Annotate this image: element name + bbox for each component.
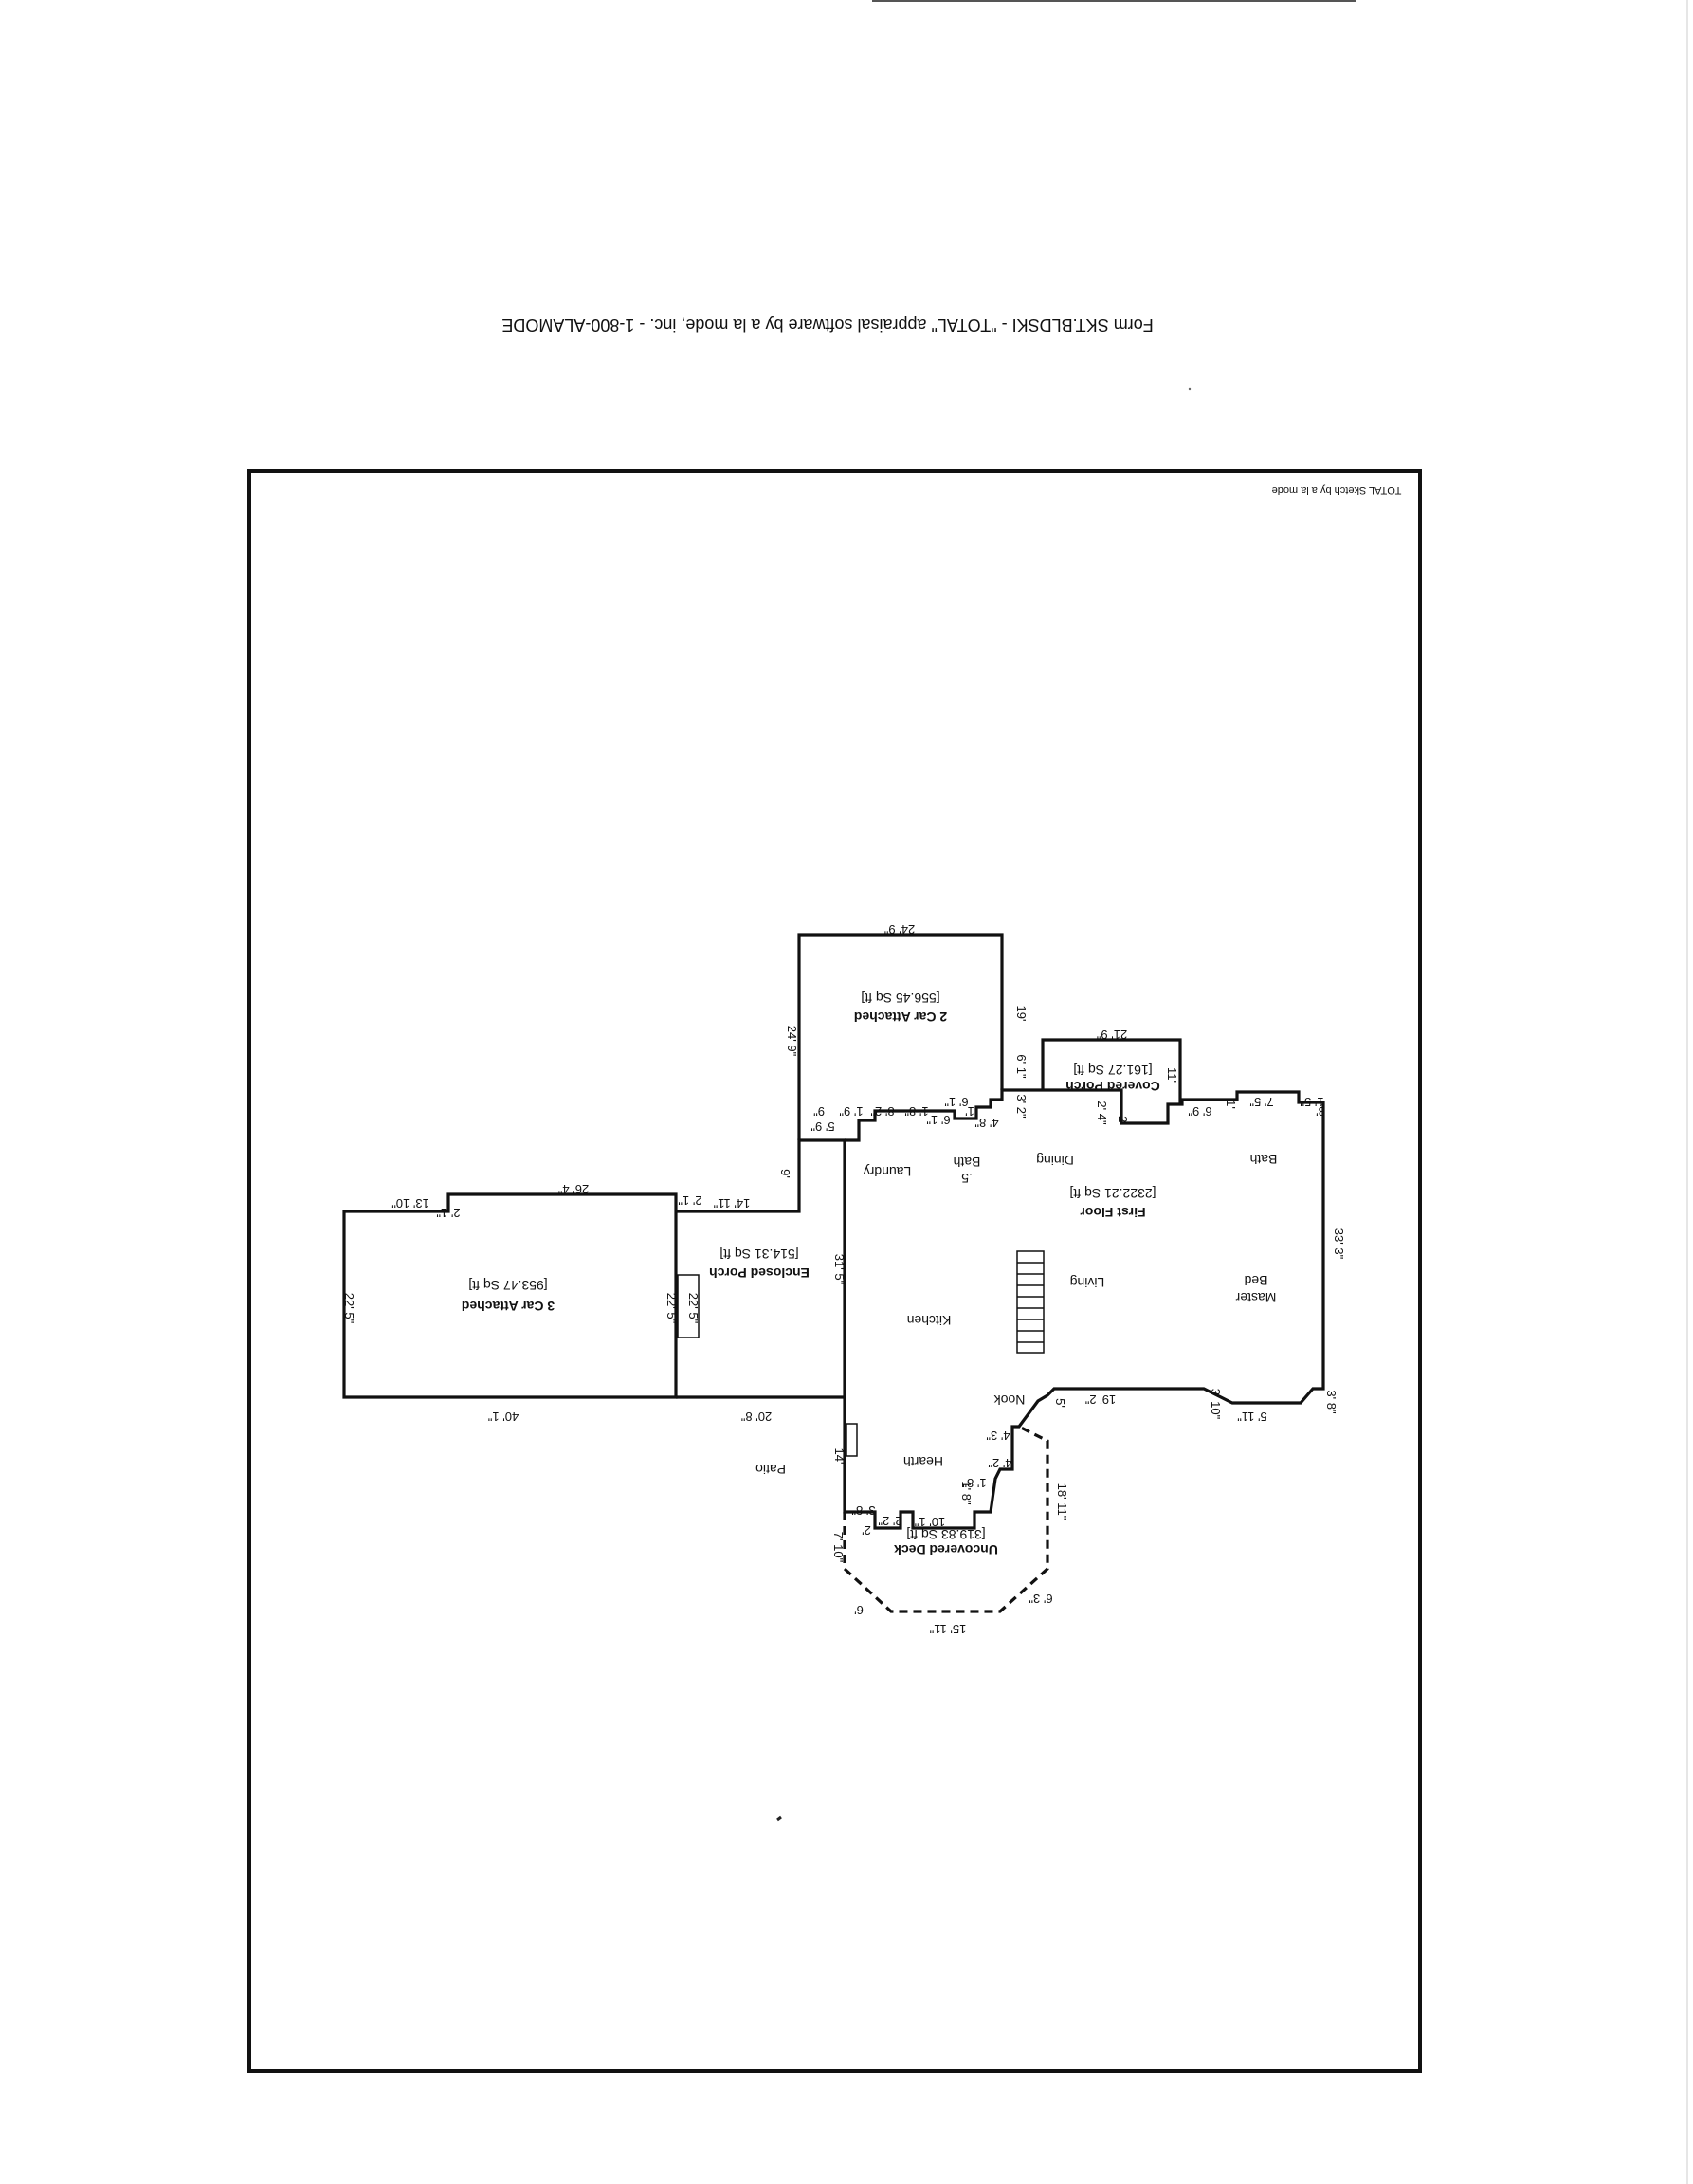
dim-ff-n: 1' 5" [1300,1095,1324,1109]
dim-ff-l: 1' [1224,1100,1238,1109]
dim-ep-top: 14' 11" [713,1196,750,1210]
dim-ff-bot-h: 1' 8" [962,1476,987,1490]
dim-ep-step: 2' 1" [678,1193,702,1208]
dim-ff-bot-c: 3' 10" [1209,1389,1223,1420]
dim-ff-left-low: 14' [832,1448,846,1465]
room-bath: Bath [1250,1152,1278,1167]
dim-deck-diag-l: 6' [854,1603,864,1617]
garage-3car-sqft: [953.47 Sq ft] [468,1278,547,1293]
dim-deck-left: 7' 10" [831,1532,846,1563]
dim-ff-f: 6' 1" [944,1095,969,1109]
dim-g3-step: 2' 1" [436,1206,461,1220]
garage-3car-outline [342,1192,678,1399]
dim-g3-right: 22' 5" [664,1293,679,1324]
dim-ff-c: 1' 9" [839,1104,864,1119]
dim-ff-bot-b: 5' 11" [1237,1410,1267,1424]
scan-speck [1188,387,1192,391]
dim-g3-inner: 22' 5" [686,1293,701,1324]
dim-deck-right: 18' 11" [1055,1483,1069,1520]
dim-ff-m: 7' 5" [1249,1095,1274,1109]
dim-ff-b: 9" [813,1104,825,1119]
room-patio: Patio [755,1462,786,1477]
first-floor-name: First Floor [1080,1205,1146,1220]
dim-ff-o: 3' [1316,1104,1325,1119]
dim-ff-bot-i: 1' 8" [959,1481,974,1505]
dim-ep-left-up: 9' [778,1169,792,1178]
dim-ff-a: 5' 9" [810,1119,835,1134]
dim-cp-a: 2' 4" [1095,1101,1109,1125]
room-dining: Dining [1036,1153,1074,1168]
first-floor-outline [843,1088,1325,1530]
dim-g2-top: 24' 9" [883,922,915,937]
room-laundry: Laundry [864,1164,912,1179]
dim-ff-e: 1' 8" [904,1104,929,1119]
dim-ff-bot-k: 2' 2" [878,1514,902,1528]
room-half-bath-size: .5 [961,1171,973,1186]
dim-g3-left: 22' 5" [342,1293,356,1324]
fireplace [846,1423,858,1457]
dim-g2-right: 19' [1014,1006,1029,1022]
room-half-bath-label: Bath [954,1155,981,1170]
dim-ff-g: 1' [965,1104,974,1119]
sketch-credit: TOTAL Sketch by a la mode [1272,484,1402,496]
stairs [1016,1250,1045,1354]
room-master-bed: Bed [1245,1273,1268,1288]
covered-porch-sqft: [161.27 Sq ft] [1073,1063,1152,1078]
uncovered-deck-name: Uncovered Deck [894,1542,998,1557]
garage-2car-outline [797,933,1004,1140]
dim-deck-diag-r: 6' 3" [1029,1592,1053,1606]
dim-ff-d: 8' 2" [870,1104,895,1119]
dim-g3-top: 26' 4" [557,1182,589,1196]
room-master: Master [1235,1290,1276,1305]
dim-g3-bottom: 40' 1" [487,1410,519,1424]
dim-ep-bottom: 20' 8" [740,1410,772,1424]
dim-g2-right-low: 6' 1" [1014,1054,1029,1079]
dim-ff-bot-d: 19' 2" [1084,1392,1116,1407]
dim-ff-bot-a: 3' 8" [1324,1390,1338,1414]
room-living: Living [1070,1275,1105,1290]
scan-mark [776,1815,782,1822]
dim-deck-bottom: 15' 11" [929,1622,966,1636]
room-nook: Nook [993,1392,1026,1408]
dim-ff-bot-l: 3' 8" [851,1503,876,1518]
dim-ff-h: 6' 1" [926,1113,951,1127]
dim-cp-right: 11' [1165,1067,1179,1083]
dim-g2-left: 24' 9" [785,1026,799,1057]
covered-porch-name: Covered Porch [1065,1079,1160,1094]
dim-ff-bot-j: 10' 1" [914,1515,945,1529]
dim-ep-right: 31' 5" [832,1254,846,1285]
dim-ff-right: 33' 3" [1332,1228,1346,1260]
dim-ff-bot-g: 4' 2" [988,1456,1012,1470]
dim-ff-bot-f: 4' 3" [986,1429,1010,1443]
form-header: Form SKT.BLDSKI - "TOTAL" appraisal soft… [501,316,1153,335]
garage-2car-sqft: [556.45 Sq ft] [861,991,939,1006]
room-kitchen: Kitchen [907,1313,952,1328]
covered-porch-outline [1041,1038,1182,1104]
enclosed-porch-name: Enclosed Porch [709,1265,810,1281]
first-floor-sqft: [2322.21 Sq ft] [1069,1186,1156,1201]
dim-cp-top: 21' 9" [1096,1028,1127,1042]
dim-ff-i: 4' 8" [974,1116,999,1130]
garage-3car-name: 3 Car Attached [462,1299,555,1314]
garage-3car-stoop [677,1274,700,1338]
uncovered-deck-outline [843,1425,1049,1613]
dim-ff-k: 6' 9" [1188,1104,1212,1119]
enclosed-porch-outline [676,1138,846,1399]
uncovered-deck-sqft: [319.83 Sq ft] [906,1527,985,1542]
dim-ff-j: 3' 2" [1014,1094,1029,1119]
enclosed-porch-sqft: [514.31 Sq ft] [719,1247,798,1262]
dim-cp-b: 2' [1116,1116,1130,1125]
dim-ff-bot-e: 5' [1053,1398,1067,1408]
dim-deck-small: 2' [862,1523,871,1538]
garage-2car-name: 2 Car Attached [854,1010,947,1025]
room-hearth: Hearth [903,1454,943,1469]
dim-g3-top-left: 13' 10" [391,1196,429,1210]
sketch-frame [247,469,1422,2073]
